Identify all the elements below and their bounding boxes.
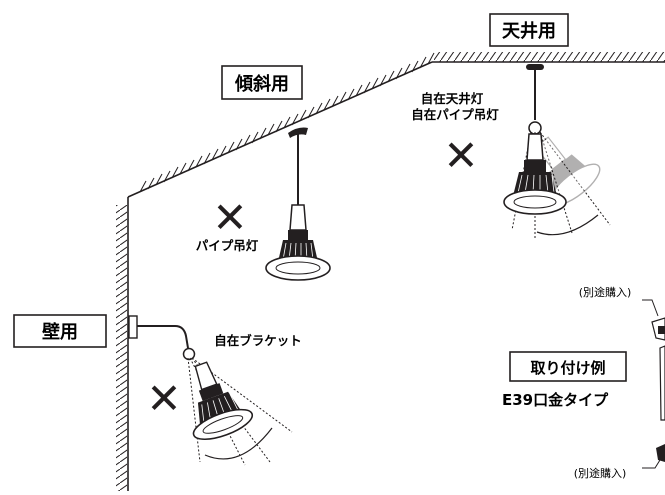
example-type: E39口金タイプ — [502, 391, 609, 409]
wall-label: 壁用 — [13, 314, 107, 348]
svg-text:天井用: 天井用 — [502, 20, 556, 42]
ceiling-swivel-lamp — [503, 64, 611, 238]
free-bracket-label: 自在ブラケット — [214, 333, 302, 348]
slope-label: 傾斜用 — [221, 65, 303, 100]
svg-text:傾斜用: 傾斜用 — [234, 73, 289, 95]
pipe-pendant-lamp — [265, 127, 331, 281]
free-ceiling-label-1: 自在天井灯 — [421, 91, 484, 106]
free-ceiling-label-2: 自在パイプ吊灯 — [411, 107, 499, 122]
not-allowed-mark-wall: ✕ — [146, 374, 181, 423]
pipe-pendant-label: パイプ吊灯 — [196, 238, 259, 253]
not-allowed-mark-pipe: ✕ — [212, 193, 247, 242]
svg-text:壁用: 壁用 — [42, 321, 78, 343]
wall-bracket-lamp — [128, 315, 293, 466]
not-allowed-mark-ceiling: ✕ — [443, 131, 478, 180]
example-title: 取り付け例 — [530, 359, 605, 377]
mounting-example: 取り付け例 E39口金タイプ — [502, 299, 665, 469]
building-outline — [116, 52, 665, 491]
ceiling-label: 天井用 — [489, 13, 569, 47]
sold-separately-note-1: (別途購入) — [579, 285, 632, 299]
sold-separately-note-2: (別途購入) — [574, 466, 627, 480]
